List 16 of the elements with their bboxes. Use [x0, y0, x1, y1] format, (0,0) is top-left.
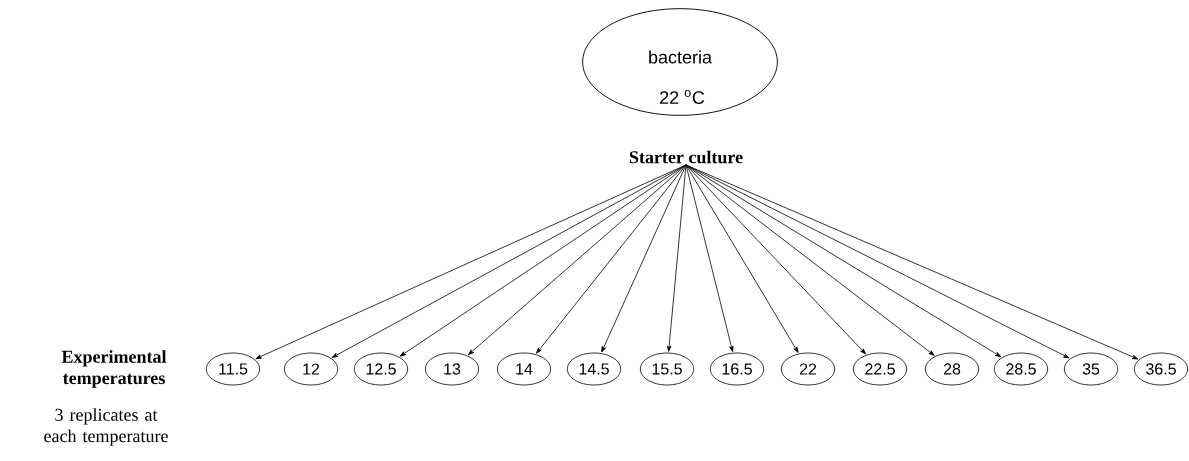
arrow: [666, 164, 687, 352]
organism-name: bacteria: [649, 50, 712, 64]
arrow: [685, 164, 1002, 358]
arrow: [601, 164, 687, 353]
note: 3 replicates at each temperature: [44, 408, 168, 446]
arrow: [685, 164, 799, 353]
arrow: [255, 164, 687, 360]
temperature-text: 22 $^{o}$C: [660, 90, 705, 104]
arrow: [685, 164, 1139, 360]
row-heading: Experimental temperatures: [61, 350, 167, 388]
heading: Starter culture: [629, 150, 743, 164]
arrow: [468, 164, 687, 356]
arrow: [331, 164, 687, 358]
arrow: [685, 164, 734, 352]
arrow: [685, 164, 935, 356]
arrow: [536, 164, 687, 354]
